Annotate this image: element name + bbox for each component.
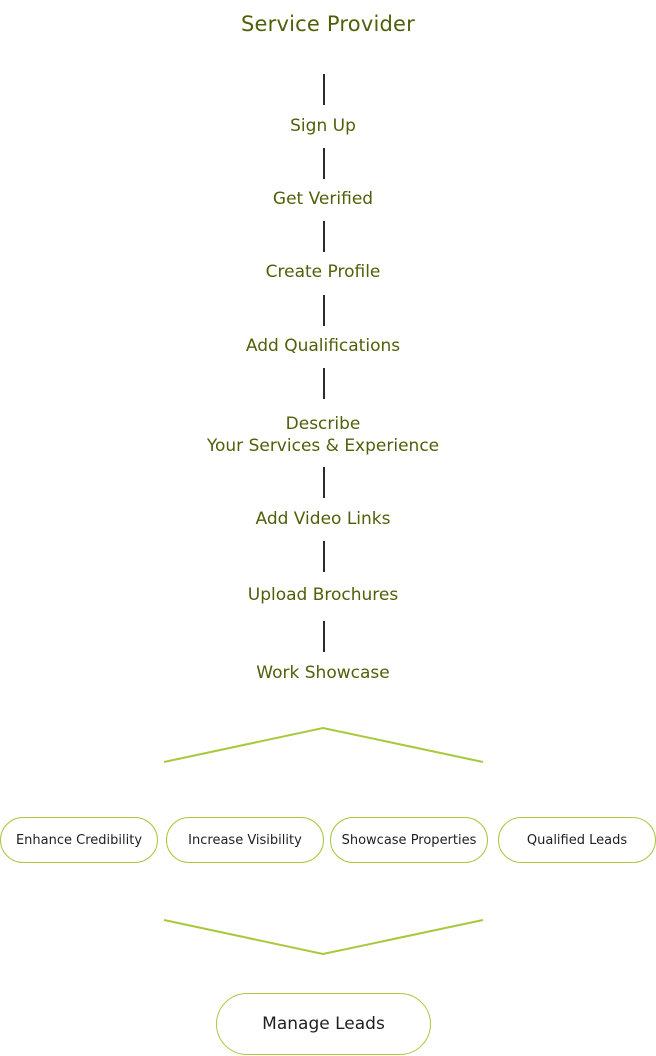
- step-add-video-links: Add Video Links: [255, 509, 391, 529]
- step-create-profile: Create Profile: [265, 262, 381, 282]
- connector-line: [323, 541, 325, 572]
- chevron-down-divider: [163, 919, 484, 956]
- connector-line: [323, 148, 325, 179]
- chevron-up-divider: [163, 726, 484, 763]
- connector-line: [323, 368, 325, 399]
- connector-line: [323, 621, 325, 652]
- step-get-verified: Get Verified: [272, 189, 374, 209]
- step-sign-up: Sign Up: [290, 116, 356, 136]
- step-describe-line1: Describe: [285, 414, 361, 434]
- benefit-increase-visibility: Increase Visibility: [166, 817, 324, 863]
- outcome-manage-leads: Manage Leads: [216, 993, 431, 1055]
- connector-line: [323, 295, 325, 326]
- step-describe-line2: Your Services & Experience: [206, 436, 440, 456]
- step-work-showcase: Work Showcase: [256, 663, 390, 683]
- benefit-showcase-properties: Showcase Properties: [330, 817, 488, 863]
- page-title: Service Provider: [241, 12, 415, 36]
- benefit-qualified-leads: Qualified Leads: [498, 817, 656, 863]
- step-describe-services: Describe Your Services & Experience: [0, 413, 646, 457]
- connector-line: [323, 221, 325, 252]
- connector-line: [323, 74, 325, 105]
- connector-line: [323, 467, 325, 498]
- step-add-qualifications: Add Qualifications: [245, 336, 401, 356]
- step-upload-brochures: Upload Brochures: [247, 585, 399, 605]
- benefit-enhance-credibility: Enhance Credibility: [0, 817, 158, 863]
